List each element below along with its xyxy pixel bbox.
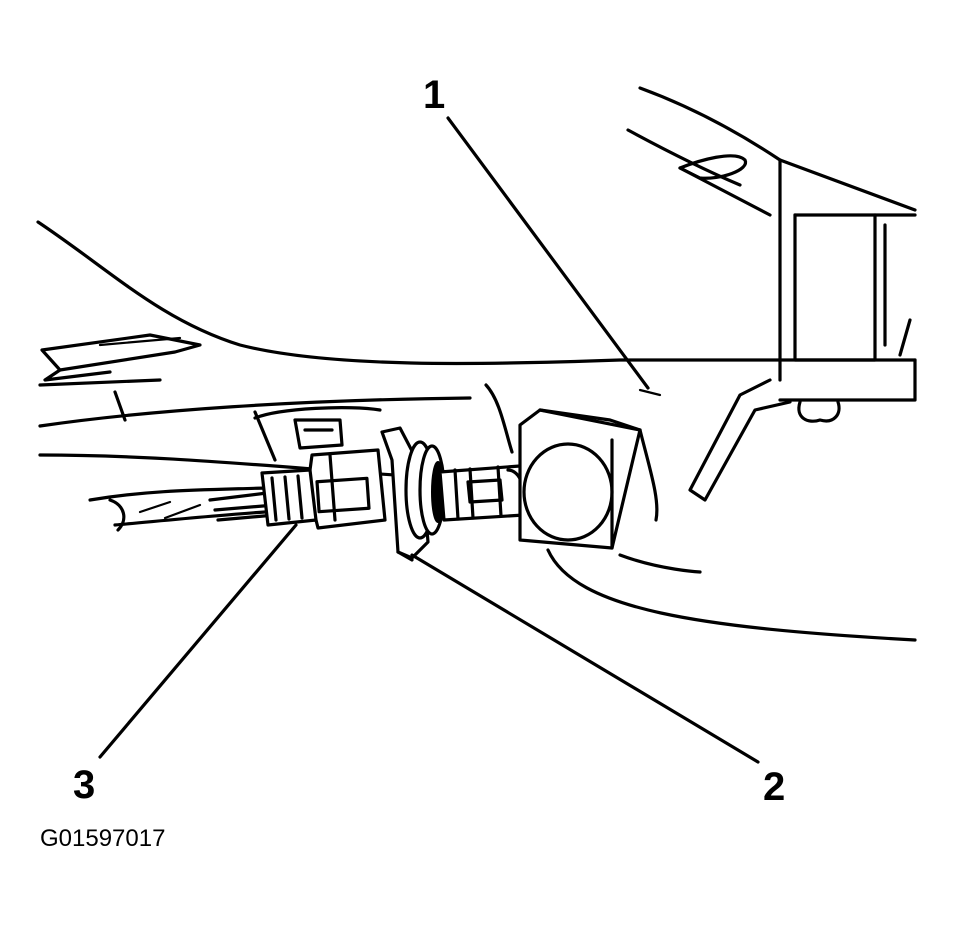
leader-line-2	[410, 553, 760, 764]
frame-bracket	[626, 86, 917, 502]
leader-lines	[98, 116, 760, 764]
fog-lamp-bulb-socket	[380, 426, 526, 562]
figure-code: G01597017	[40, 825, 165, 852]
callout-2: 2	[763, 765, 785, 809]
leader-line-3	[98, 523, 298, 759]
callout-1: 1	[423, 73, 445, 117]
fog-lamp-housing	[484, 383, 662, 550]
bumper-fascia-outline	[36, 220, 917, 642]
lower-left-structure	[38, 333, 277, 532]
mounting-nut	[253, 406, 382, 462]
callout-3: 3	[73, 763, 95, 807]
electrical-connector	[260, 448, 387, 530]
leader-line-1	[446, 116, 650, 390]
